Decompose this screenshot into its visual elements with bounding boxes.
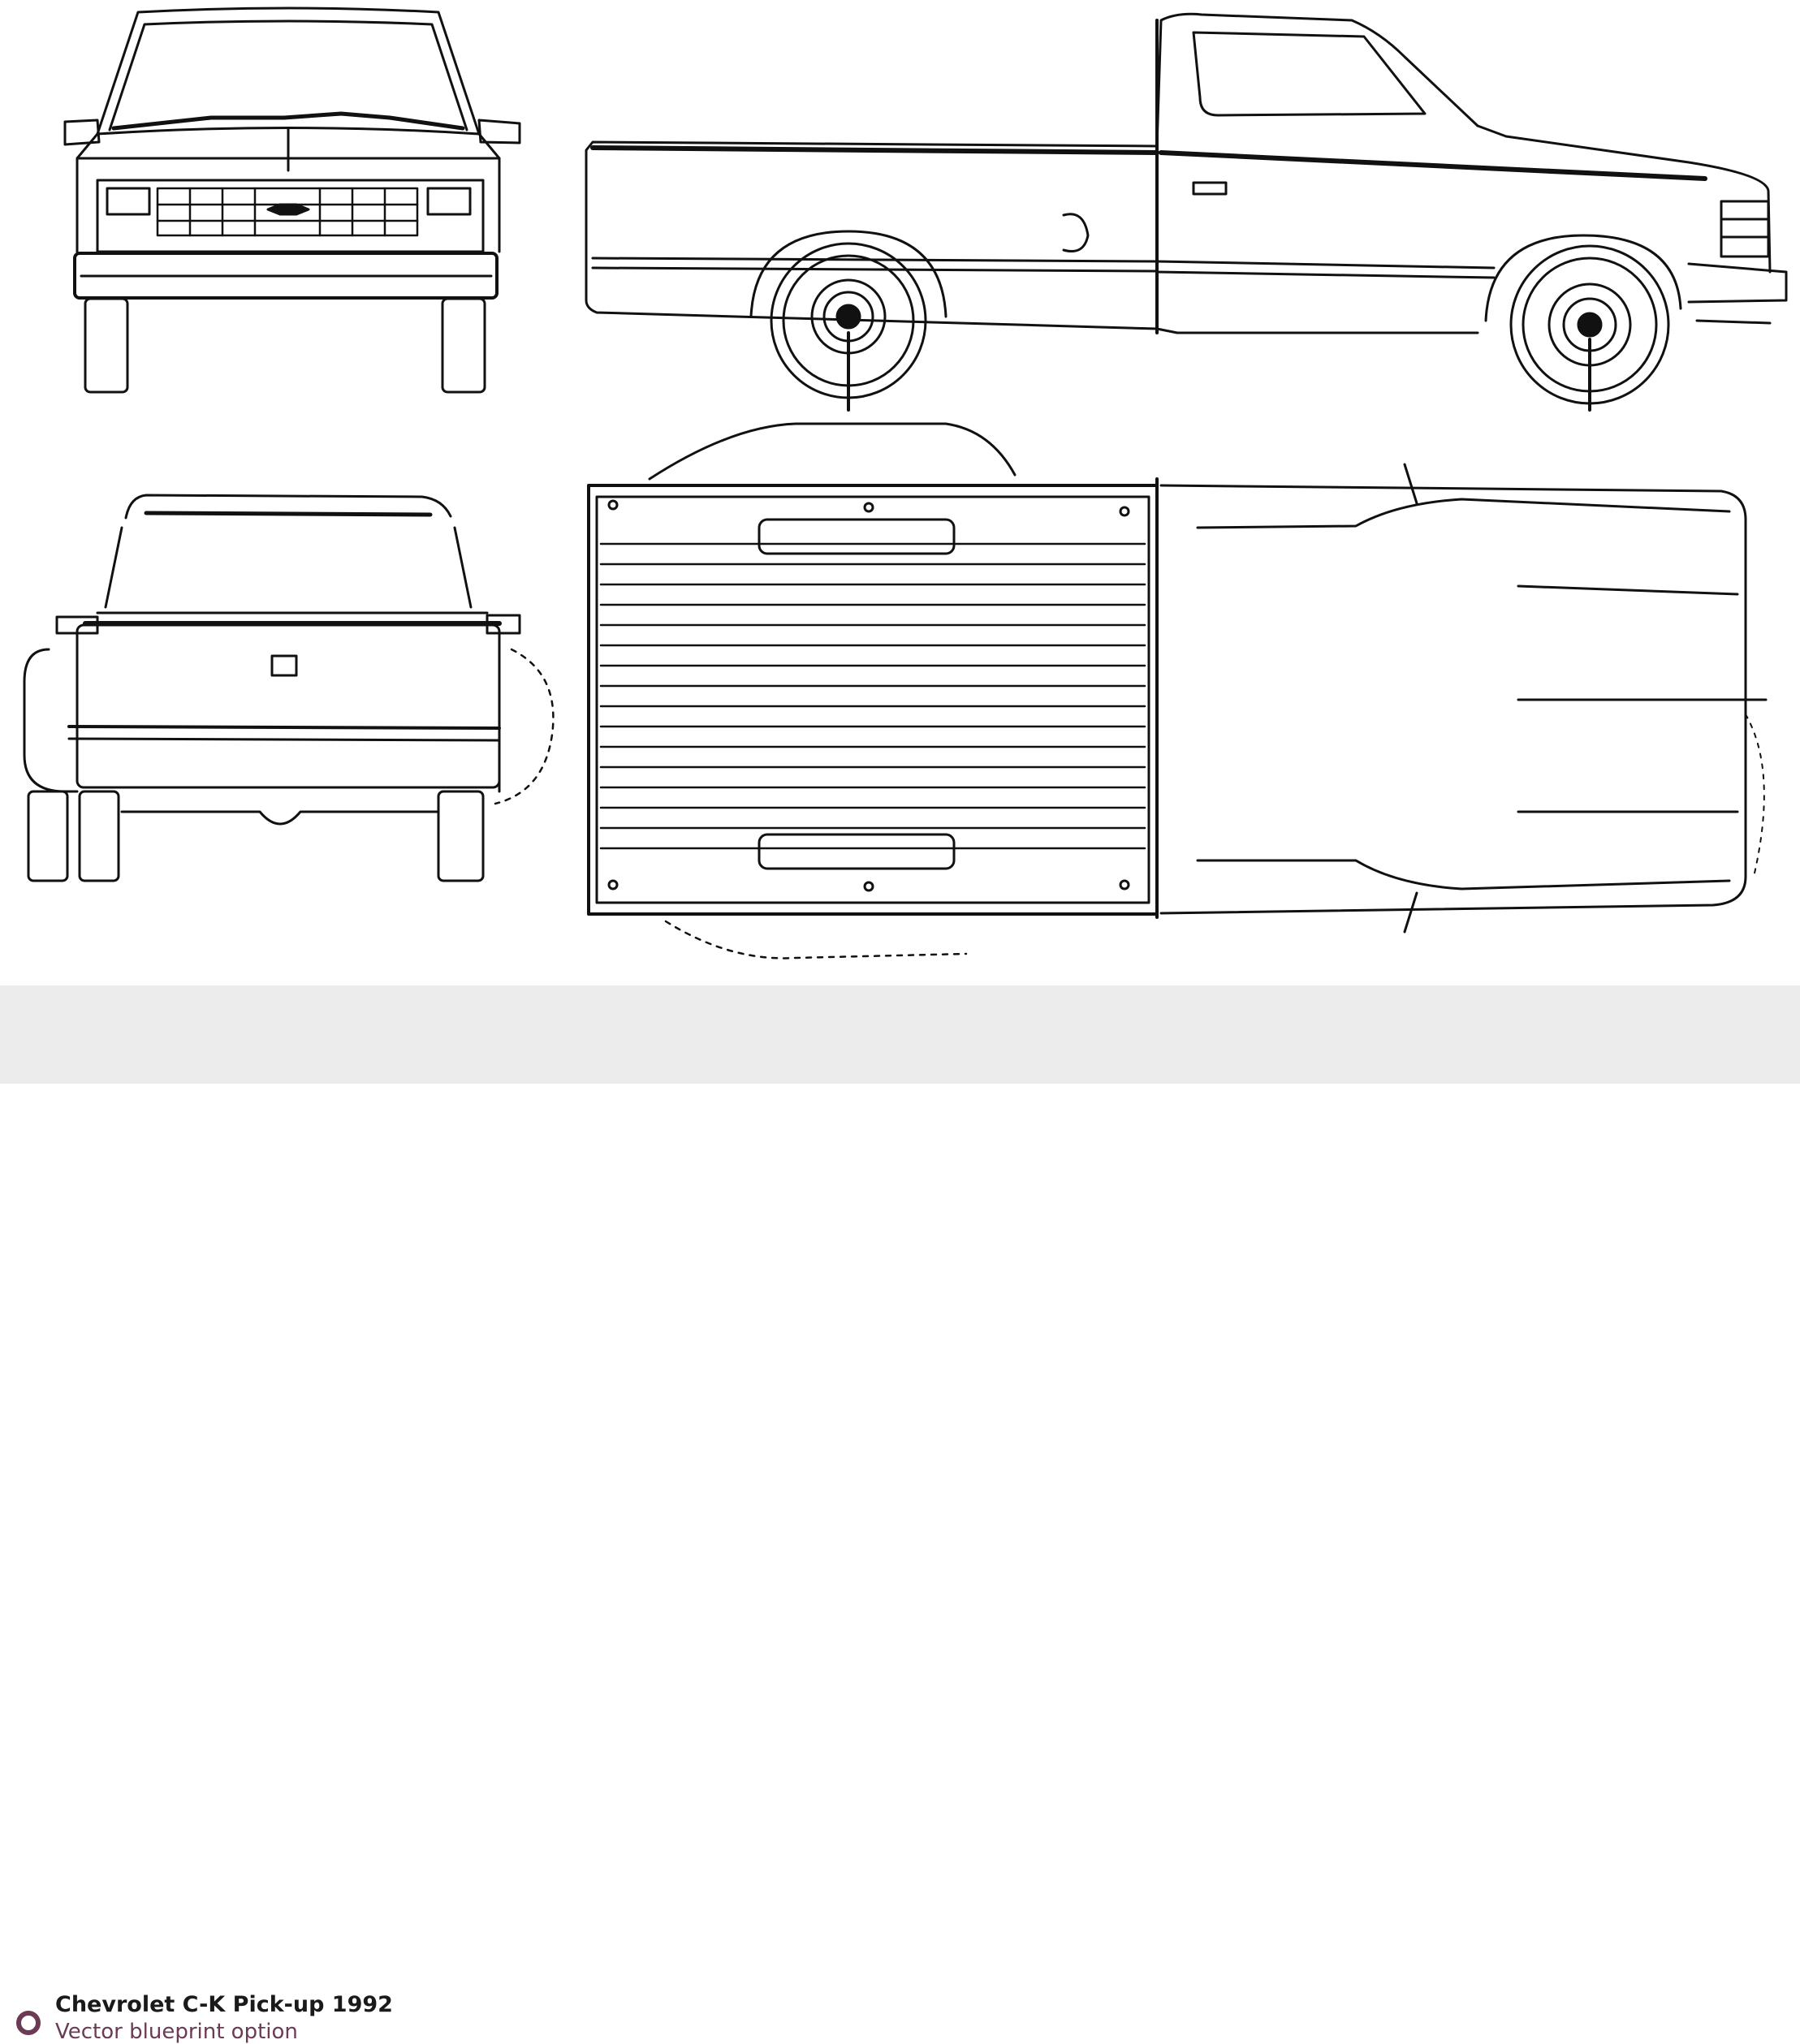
blueprint-canvas — [0, 0, 1800, 985]
bed-ribs — [599, 542, 1146, 850]
caption-bar: Chevrolet C-K Pick-up 1992 Vector bluepr… — [0, 985, 1800, 2044]
caption-title: Chevrolet C-K Pick-up 1992 — [55, 1992, 393, 2017]
rear-view — [23, 494, 555, 882]
front-view — [63, 6, 521, 394]
top-view — [587, 422, 1768, 959]
grille-slots — [156, 187, 419, 237]
circle-ring-icon — [16, 2011, 41, 2035]
front-wheel — [1509, 244, 1670, 412]
side-view — [585, 12, 1788, 412]
blueprint-drawing — [23, 6, 1788, 959]
caption-subtitle: Vector blueprint option — [55, 2020, 298, 2044]
rear-wheel — [770, 242, 927, 412]
